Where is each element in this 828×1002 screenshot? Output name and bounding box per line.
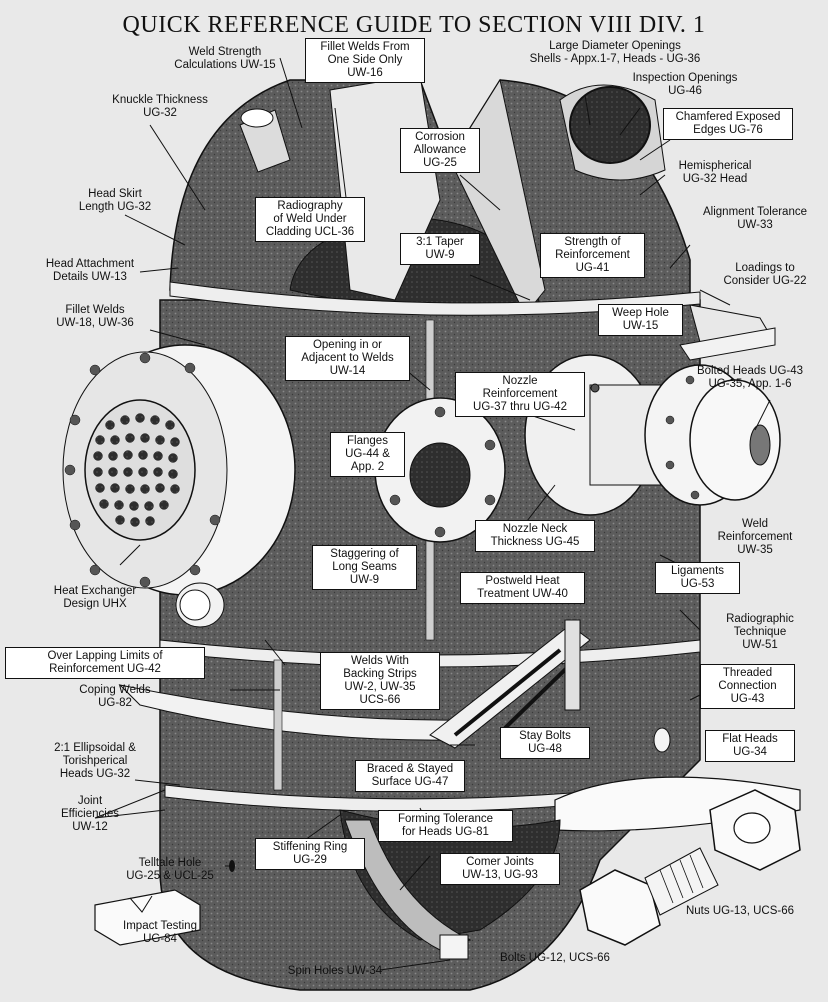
callout-hemispherical: Hemispherical UG-32 Head [678,160,752,185]
callout-knuckle: Knuckle Thickness UG-32 [112,94,208,119]
girth-band-top [169,281,701,316]
callout-strength-reinf: Strength of Reinforcement UG-41 [540,233,645,278]
hex-bolt-shank [644,847,719,916]
stay-bolt-plate [564,619,581,711]
threaded-connection [653,727,671,753]
callout-loadings: Loadings to Consider UG-22 [723,262,807,287]
callout-bolts: Bolts UG-12, UCS-66 [500,952,610,964]
callout-forming-tol: Forming Tolerance for Heads UG-81 [378,810,513,842]
callout-postweld: Postweld Heat Treatment UW-40 [460,572,585,604]
callout-flanges: Flanges UG-44 & App. 2 [330,432,405,477]
callout-radiography-cladding: Radiography of Weld Under Cladding UCL-3… [255,197,365,242]
heat-exchanger-tubes [93,413,180,527]
callout-impact: Impact Testing UG-84 [123,920,197,945]
heat-exchanger-bolt-holes [64,352,221,588]
callout-bolted-heads: Bolted Heads UG-43 UG-35, App. 1-6 [696,365,804,390]
callout-nuts: Nuts UG-13, UCS-66 [685,905,794,917]
spin-hole-plug [439,934,469,960]
callout-corner-joints: Comer Joints UW-13, UG-93 [440,853,560,885]
callout-head-attach: Head Attachment Details UW-13 [45,258,135,283]
front-flange-bore [409,442,471,508]
callout-nozzle-neck: Nozzle Neck Thickness UG-45 [475,520,595,552]
hex-nut-bore [733,812,771,844]
callout-fillet-welds: Fillet Welds UW-18, UW-36 [56,304,134,329]
callout-threaded: Threaded Connection UG-43 [700,664,795,709]
callout-spin-holes: Spin Holes UW-34 [287,965,383,977]
callout-flat-heads: Flat Heads UG-34 [705,730,795,762]
callout-inspection-openings: Inspection Openings UG-46 [632,72,738,97]
callout-opening-adjacent: Opening in or Adjacent to Welds UW-14 [285,336,410,381]
callout-stiffening: Stiffening Ring UG-29 [255,838,365,870]
callout-corrosion: Corrosion Allowance UG-25 [400,128,480,173]
callout-chamfered-edges: Chamfered Exposed Edges UG-76 [663,108,793,140]
stay-bolt-2 [503,658,577,730]
callout-weld-strength: Weld Strength Calculations UW-15 [174,46,276,71]
callout-backing-strips: Welds With Backing Strips UW-2, UW-35 UC… [320,652,440,710]
callout-joint-eff: Joint Efficiencies UW-12 [61,795,119,833]
callout-stay-bolts: Stay Bolts UG-48 [500,727,590,759]
callout-ellipsoidal: 2:1 Ellipsoidal & Torishperical Heads UG… [54,742,136,780]
hex-bolt-threads [659,854,704,904]
callout-alignment: Alignment Tolerance UW-33 [703,206,807,231]
callout-taper: 3:1 Taper UW-9 [400,233,480,265]
callout-nozzle-reinf: Nozzle Reinforcement UG-37 thru UG-42 [455,372,585,417]
callout-coping: Coping Welds UG-82 [79,684,151,709]
callout-braced: Braced & Stayed Surface UG-47 [355,760,465,792]
callout-telltale: Telltale Hole UG-25 & UCL-25 [126,857,214,882]
page-title: QUICK REFERENCE GUIDE TO SECTION VIII DI… [122,12,706,38]
right-flange-bolt-holes [665,375,700,500]
top-nozzle-bore [240,108,274,128]
callout-heat-exchanger: Heat Exchanger Design UHX [53,585,137,610]
impact-specimen [94,889,201,946]
impact-specimen-notch [129,895,153,913]
callout-weep-hole: Weep Hole UW-15 [598,304,683,336]
right-head-hole [749,424,771,466]
callout-radiographic-tech: Radiographic Technique UW-51 [726,613,794,651]
callout-head-skirt: Head Skirt Length UG-32 [78,188,152,213]
support-lug-base [679,327,776,361]
small-side-nozzle-bore [179,589,211,621]
callout-staggering: Staggering of Long Seams UW-9 [312,545,417,590]
stay-bolt-1 [453,648,562,737]
long-seam-lower [273,659,283,791]
large-opening-bore [569,86,651,164]
hex-bolt-head [579,869,661,946]
callout-weld-reinf: Weld Reinforcement UW-35 [717,518,793,556]
callout-ligaments: Ligaments UG-53 [655,562,740,594]
callout-large-openings: Large Diameter Openings Shells - Appx.1-… [529,40,701,65]
weep-hole-mark [590,383,600,393]
callout-overlapping: Over Lapping Limits of Reinforcement UG-… [5,647,205,679]
callout-fillet-one-side: Fillet Welds From One Side Only UW-16 [305,38,425,83]
right-bolted-head [689,379,781,501]
